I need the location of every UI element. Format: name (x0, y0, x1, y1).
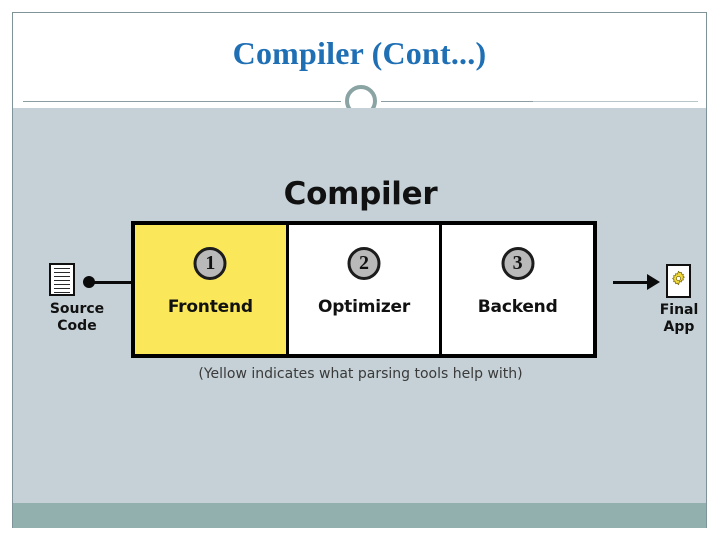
stage-label-optimizer: Optimizer (317, 297, 411, 317)
source-code-label-line1: Source (49, 301, 105, 317)
stage-label-frontend: Frontend (167, 297, 253, 317)
gear-app-icon (666, 264, 691, 298)
slide-footer-bar (13, 503, 706, 528)
final-app-label-line1: Final (659, 302, 699, 318)
stage-optimizer[interactable]: 2 Optimizer (288, 225, 443, 354)
output-arrow-line (613, 281, 649, 284)
stage-number-badge: 3 (501, 247, 535, 280)
diagram-caption: (Yellow indicates what parsing tools hel… (198, 366, 523, 382)
source-code-label-line2: Code (57, 318, 97, 334)
final-app-label-line2: App (663, 319, 695, 335)
stage-number-badge: 1 (193, 247, 227, 280)
compiler-pipeline-diagram: Compiler Source Code 1 Frontend (13, 108, 708, 503)
connector-line (93, 281, 151, 284)
final-app-node: Final App (613, 260, 699, 370)
slide: Compiler (Cont...) Compiler Source Code (12, 12, 707, 528)
stage-frontend[interactable]: 1 Frontend (135, 225, 289, 354)
final-app-label: Final App (639, 302, 719, 336)
source-code-node: Source Code (31, 263, 151, 368)
title-divider-rule-right (533, 101, 698, 102)
document-icon (49, 263, 75, 296)
slide-body-panel: Compiler Source Code 1 Frontend (13, 108, 706, 503)
stage-backend[interactable]: 3 Backend (442, 225, 594, 354)
page-title: Compiler (Cont...) (232, 35, 487, 71)
stage-number-badge: 2 (347, 247, 381, 280)
source-code-label: Source Code (31, 301, 123, 335)
stage-label-backend: Backend (477, 297, 558, 317)
compiler-stage-group: 1 Frontend 2 Optimizer 3 Backend (131, 221, 597, 358)
diagram-heading: Compiler (283, 176, 438, 212)
connector-dot-icon (83, 276, 95, 288)
output-arrow-head-icon (647, 274, 660, 290)
